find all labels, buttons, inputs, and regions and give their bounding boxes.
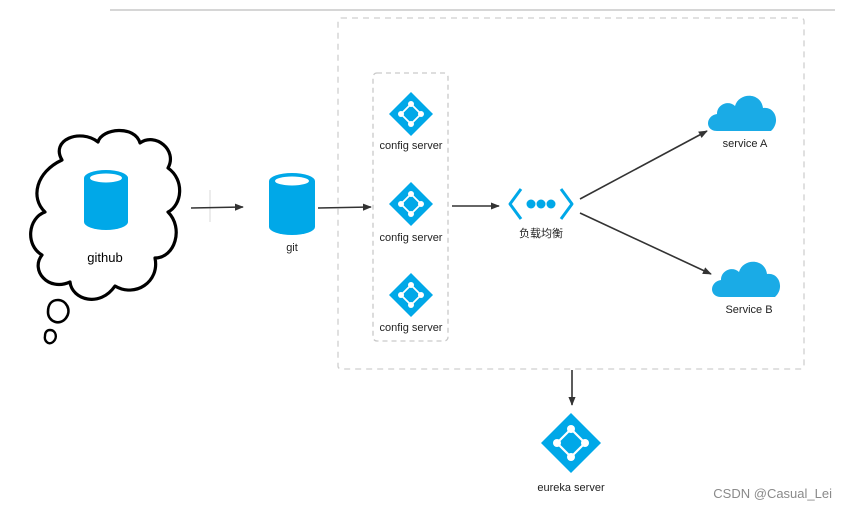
cluster-diamond-icon xyxy=(541,413,601,473)
eureka-label: eureka server xyxy=(537,482,605,494)
cluster-diamond-icon xyxy=(389,182,433,226)
config-server-label: config server xyxy=(380,140,443,152)
service-a-label: service A xyxy=(723,138,768,150)
cluster-diamond-icon xyxy=(389,92,433,136)
arrow-github-to-git xyxy=(190,203,244,211)
github-thought-cloud xyxy=(29,128,182,345)
watermark: CSDN @Casual_Lei xyxy=(713,486,832,501)
database-icon xyxy=(269,173,315,235)
github-label: github xyxy=(87,250,122,265)
cloud-icon xyxy=(708,95,777,131)
arrow-git-to-config xyxy=(317,203,372,211)
cluster-diamond-icon xyxy=(389,273,433,317)
arrow-lb-to-service-a xyxy=(579,130,708,200)
config-server-cluster xyxy=(372,72,449,342)
cloud-icon xyxy=(712,261,781,297)
arrow-lb-to-service-b xyxy=(579,212,712,275)
config-server-label: config server xyxy=(380,322,443,334)
config-server-label: config server xyxy=(380,232,443,244)
load-balancer-icon xyxy=(508,188,574,220)
service-b-label: Service B xyxy=(725,304,772,316)
git-label: git xyxy=(286,242,298,254)
database-icon xyxy=(84,170,128,230)
load-balancer-label: 负载均衡 xyxy=(519,226,563,240)
